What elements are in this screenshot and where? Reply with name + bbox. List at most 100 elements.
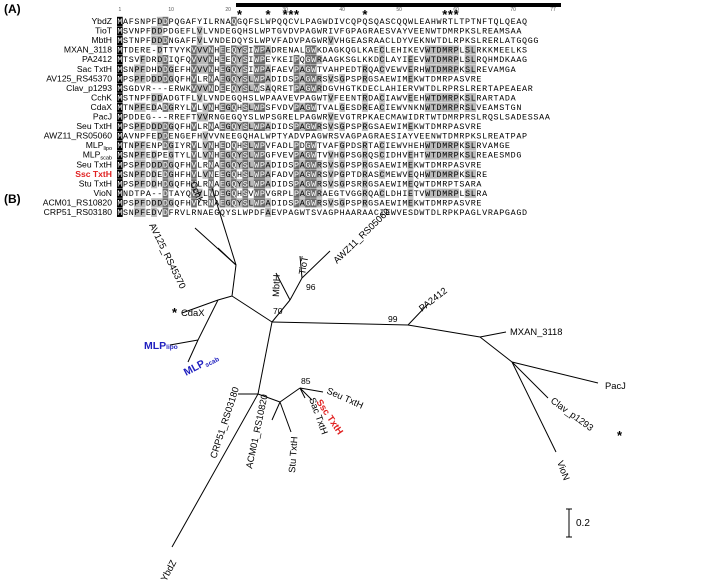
residue-shade: [464, 64, 471, 74]
residue: A: [328, 65, 334, 75]
residue-shade: [464, 102, 471, 112]
residue: D: [351, 65, 356, 75]
residue-shade: [407, 179, 414, 189]
residue: S: [323, 179, 328, 189]
residue: G: [220, 113, 225, 123]
residue-shade: [327, 74, 334, 84]
residue: A: [300, 151, 306, 161]
residue: P: [300, 27, 305, 37]
residue-shade: [236, 64, 243, 74]
residue: W: [419, 84, 425, 94]
residue: K: [186, 46, 192, 56]
residue-shade: [156, 131, 163, 141]
residue: E: [283, 65, 288, 75]
residue: V: [283, 93, 288, 103]
residue: S: [465, 65, 470, 75]
residue: R: [357, 113, 362, 123]
residue: G: [237, 132, 242, 142]
residue: E: [226, 132, 231, 142]
residue-shade: [430, 45, 437, 55]
residue: R: [191, 208, 196, 218]
residue: V: [191, 103, 196, 113]
residue-shade: [231, 55, 237, 65]
residue-shade: [362, 188, 368, 198]
residue-shade: [231, 179, 237, 189]
residue: D: [169, 27, 174, 37]
residue-shade: [151, 169, 157, 179]
conserved-stars: *********: [237, 7, 460, 22]
residue: A: [328, 141, 334, 151]
residue-shade: [327, 150, 334, 160]
residue: N: [220, 17, 225, 27]
residue-shade: [196, 83, 203, 93]
residue: W: [311, 122, 317, 132]
residue: R: [476, 170, 481, 180]
residue: I: [248, 65, 253, 75]
residue: W: [397, 93, 403, 103]
residue: S: [334, 160, 339, 170]
residue: W: [254, 55, 260, 65]
residue: R: [471, 179, 476, 189]
residue: S: [459, 84, 464, 94]
residue: L: [203, 189, 208, 199]
residue: A: [311, 17, 317, 27]
residue: P: [294, 141, 299, 151]
residue: N: [425, 27, 430, 37]
residue: D: [357, 103, 362, 113]
residue: R: [482, 36, 487, 46]
residue: V: [294, 27, 299, 37]
branch-mlp-lipo: [169, 339, 199, 346]
sequence-name: MbtH: [91, 35, 112, 45]
residue: V: [209, 132, 214, 142]
residue: M: [117, 84, 122, 94]
residue-shade: [168, 150, 174, 160]
residue: A: [300, 198, 306, 208]
residue: H: [214, 103, 219, 113]
residue: A: [511, 65, 517, 75]
residue: P: [260, 65, 265, 75]
residue: W: [260, 27, 266, 37]
residue-shade: [202, 169, 209, 179]
residue: P: [294, 122, 299, 132]
residue-shade: [310, 64, 317, 74]
residue-shade: [379, 188, 385, 198]
residue: Q: [243, 17, 248, 27]
residue: M: [117, 27, 122, 37]
residue: A: [499, 132, 505, 142]
residue-shade: [191, 45, 197, 55]
residue-shade: [310, 102, 317, 112]
residue: N: [209, 179, 214, 189]
residue: M: [117, 151, 122, 161]
residue: E: [380, 27, 385, 37]
residue: E: [391, 103, 396, 113]
residue: A: [180, 36, 186, 46]
residue: E: [380, 113, 385, 123]
residue: T: [351, 170, 356, 180]
residue: E: [391, 65, 396, 75]
residue: E: [482, 151, 487, 161]
residue: F: [180, 198, 185, 208]
residue: M: [117, 46, 122, 56]
residue: Y: [180, 151, 185, 161]
residue-shade: [436, 140, 442, 151]
residue: V: [323, 65, 328, 75]
residue: A: [488, 151, 494, 161]
residue-shade: [162, 74, 169, 84]
residue: A: [288, 132, 294, 142]
residue: E: [345, 93, 350, 103]
residue: R: [471, 74, 476, 84]
branch: [279, 387, 301, 403]
residue: V: [300, 132, 305, 142]
residue-shade: [219, 45, 226, 55]
residue: Q: [522, 17, 527, 27]
residue: V: [397, 208, 402, 218]
bootstrap-value: 99: [388, 314, 398, 324]
residue-shade: [259, 150, 266, 160]
panel-b-label: (B): [4, 192, 21, 206]
residue: L: [471, 103, 476, 113]
residue: V: [248, 189, 253, 199]
residue: L: [476, 27, 481, 37]
residue-shade: [470, 150, 477, 160]
residue: R: [448, 93, 453, 103]
